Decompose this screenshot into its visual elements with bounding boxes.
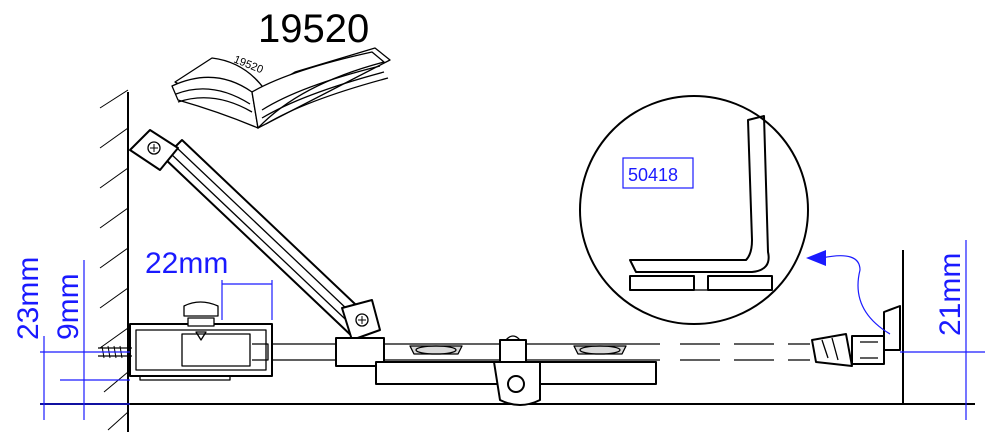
dimension-23mm: 23mm [12,257,130,420]
detail-leader-arrow [806,250,891,335]
left-wall [99,89,129,432]
dimension-22mm: 22mm [145,247,273,320]
detail-circle: 50418 [579,95,809,325]
dimension-label-21mm: 21mm [934,253,967,336]
manual-number-label: 19520 [258,7,369,51]
dimension-label-23mm: 23mm [12,257,45,340]
part-number-box [622,157,694,189]
open-book-icon: 19520 [171,47,391,129]
stabiliser-bar [129,129,385,367]
dimension-label-22mm: 22mm [145,247,228,280]
door-rail-hardware [375,335,657,406]
dimension-label-9mm: 9mm [52,273,85,340]
magnetic-seal [811,305,901,367]
part-number-label: 50418 [628,165,678,185]
wall-profile [98,301,273,381]
dimension-9mm: 9mm [52,260,130,420]
screw-head-icon [147,141,161,155]
dimension-21mm: 21mm [900,240,985,420]
